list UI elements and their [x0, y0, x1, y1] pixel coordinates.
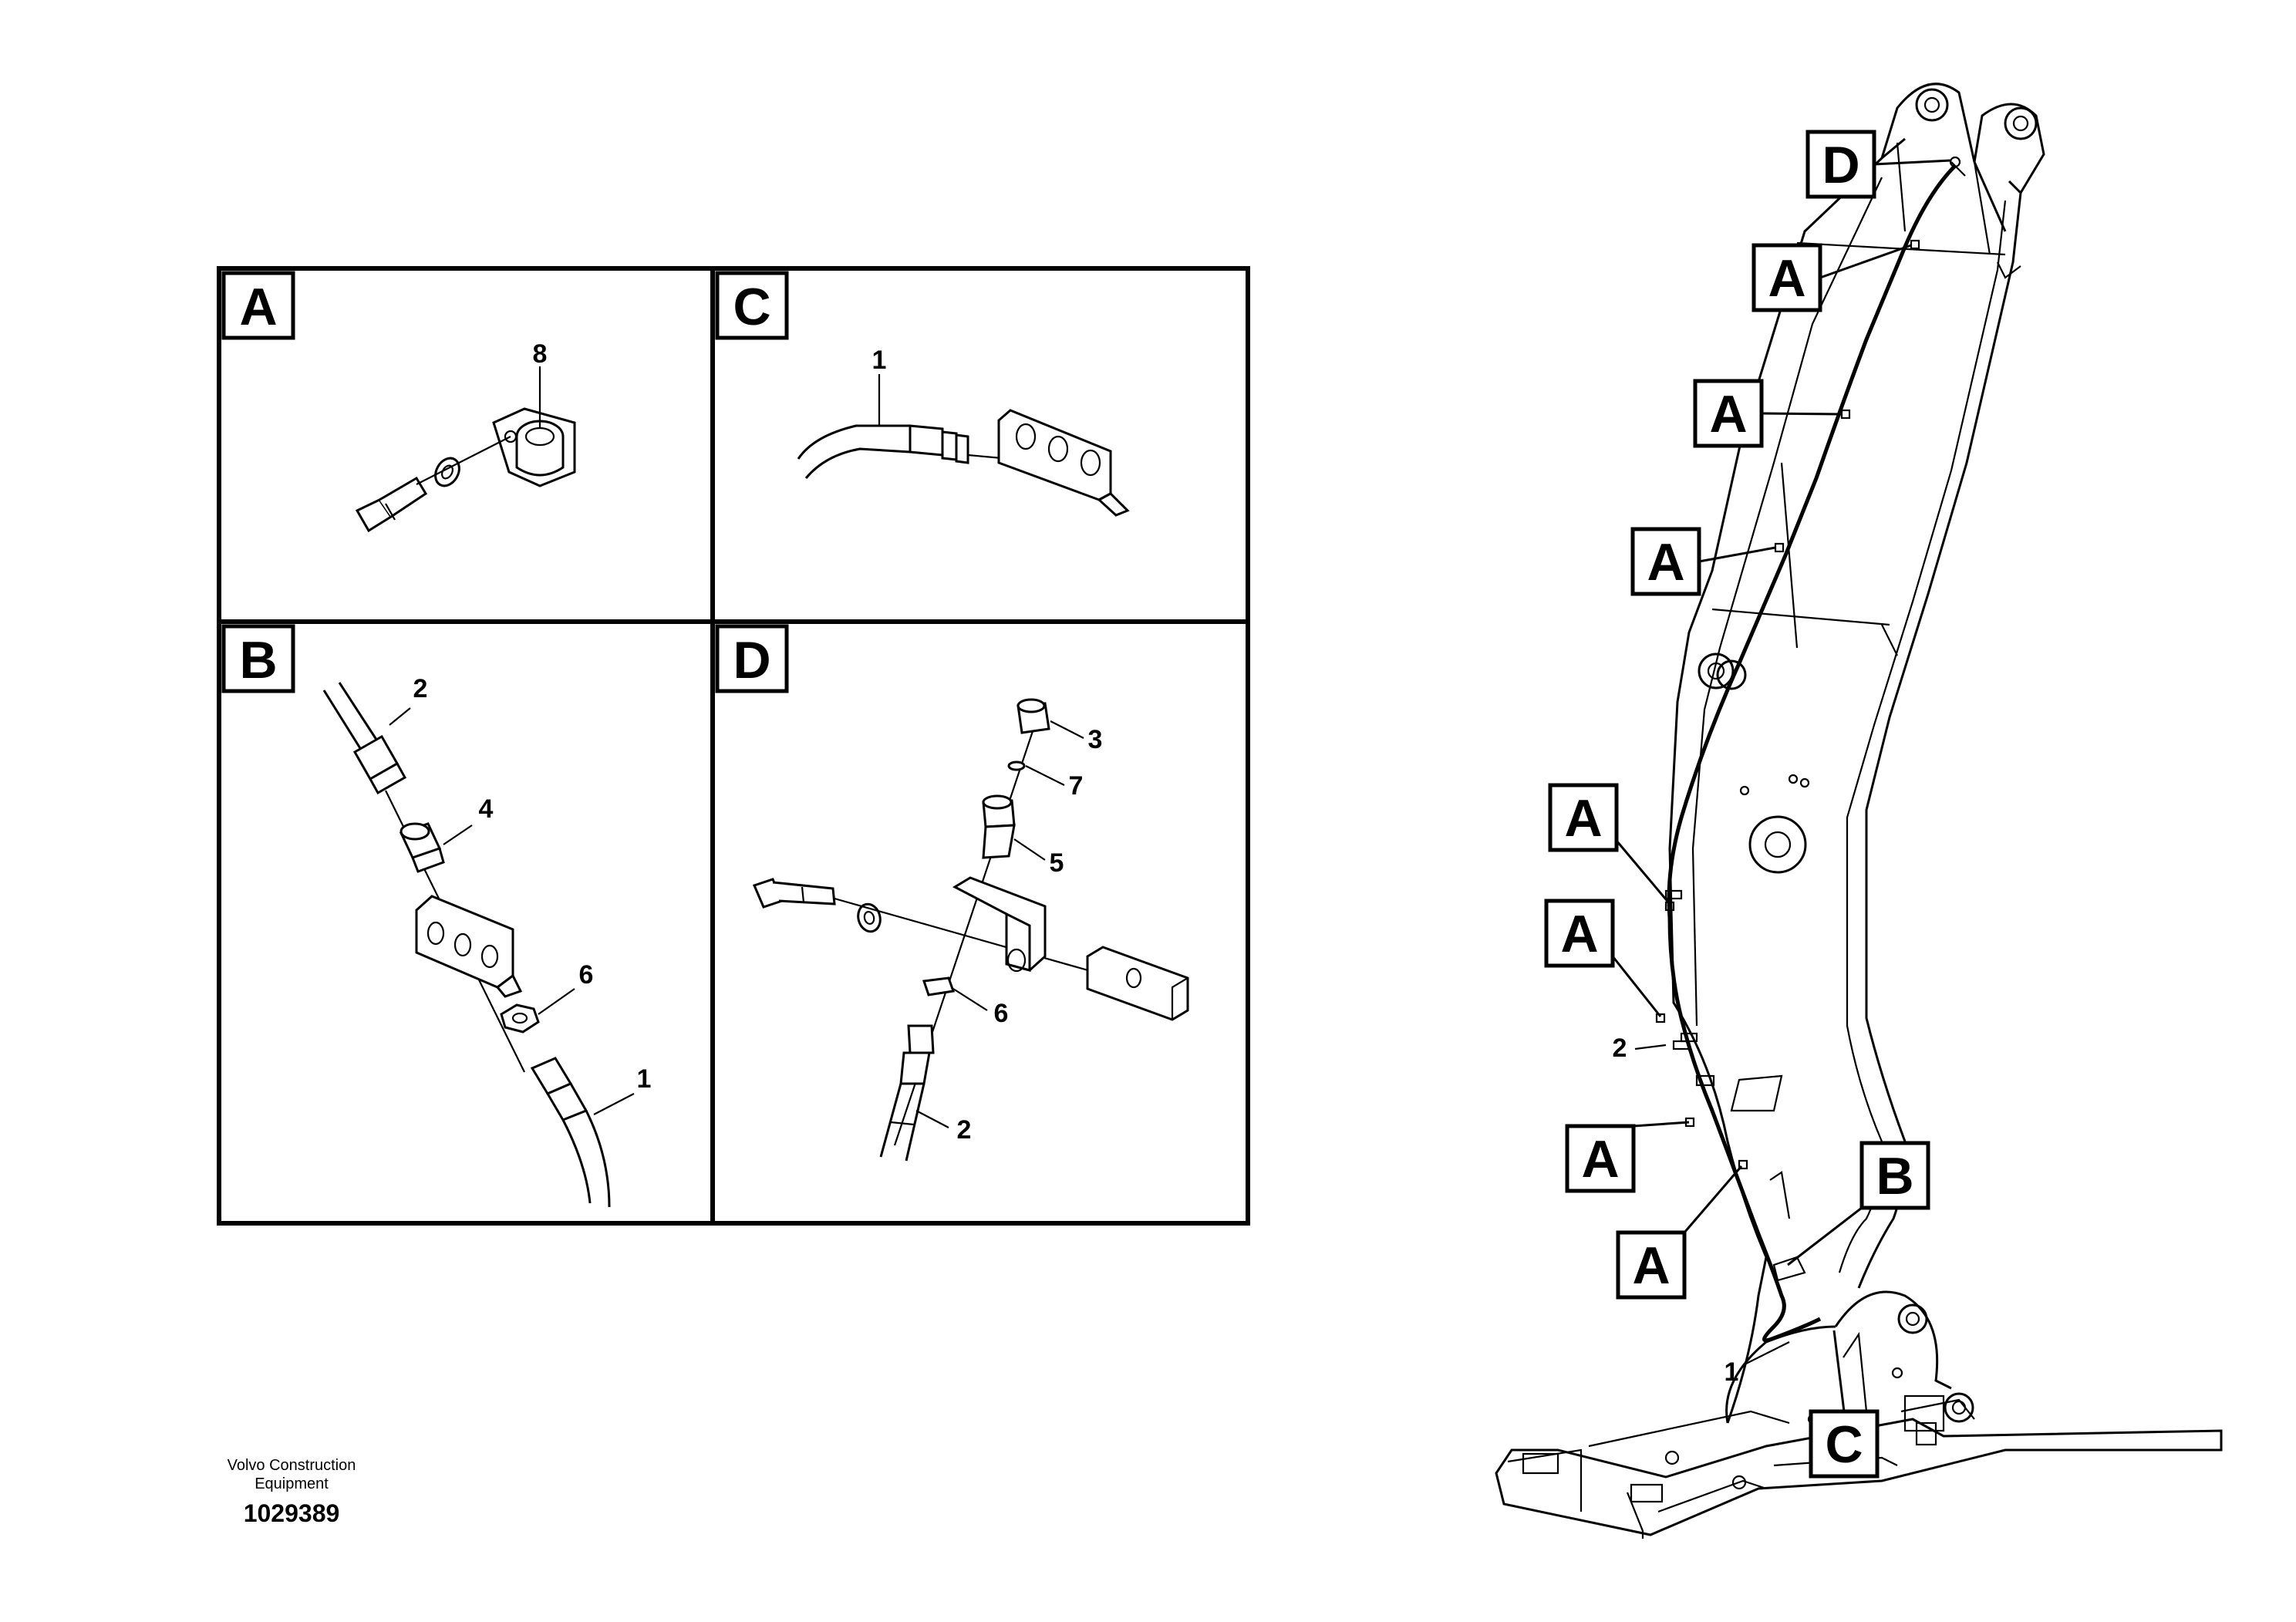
overview-callout-2: 2 — [1613, 1034, 1627, 1063]
svg-text:A: A — [1647, 533, 1684, 592]
leader-line — [389, 707, 411, 726]
svg-text:A: A — [1560, 905, 1598, 963]
panel-b: B 2 4 — [221, 624, 652, 1208]
panel-c: C 1 — [715, 271, 1130, 517]
callout-2-d: 2 — [957, 1115, 972, 1145]
overview-label-b: B — [1787, 1141, 1930, 1266]
assembly-line — [834, 897, 1127, 983]
credit-line-2: Equipment — [255, 1475, 329, 1492]
washer-part — [857, 902, 882, 933]
adapter-part — [982, 794, 1016, 859]
document-number: 1029389 — [244, 1499, 340, 1527]
boom-overview: D A A A A A A — [1495, 83, 2223, 1539]
callout-7: 7 — [1069, 771, 1084, 801]
block-part — [1086, 946, 1189, 1021]
leader-line — [1025, 765, 1065, 786]
overview-label-a-3: A — [1630, 527, 1776, 596]
overview-callout-1: 1 — [1725, 1357, 1739, 1387]
washer-part — [434, 457, 460, 487]
svg-text:C: C — [1825, 1415, 1863, 1474]
nut-part — [500, 1003, 540, 1034]
credit-line-1: Volvo Construction — [228, 1457, 356, 1474]
callout-6: 6 — [579, 960, 594, 990]
hose-part-upper — [322, 682, 407, 795]
overview-label-a-4: A — [1548, 783, 1671, 905]
hose-part — [797, 424, 969, 479]
leader-line — [1013, 838, 1046, 861]
fitting-part — [399, 822, 445, 873]
bracket-part — [415, 895, 523, 998]
leader-line — [952, 988, 988, 1011]
boom-base-frame — [1495, 1394, 2223, 1539]
panel-c-label: C — [733, 278, 770, 336]
panel-a-label: A — [239, 278, 277, 336]
overview-label-a-5: A — [1544, 899, 1662, 1017]
svg-text:A: A — [1709, 385, 1747, 443]
overview-label-a-2: A — [1693, 379, 1843, 448]
panel-b-label: B — [239, 631, 277, 690]
overview-label-c: C — [1809, 1330, 1880, 1479]
overview-label-d: D — [1805, 130, 1952, 199]
leader-line — [1050, 720, 1084, 739]
leader-line — [538, 988, 575, 1015]
callout-2: 2 — [413, 674, 428, 703]
callout-1-b: 1 — [637, 1064, 652, 1094]
assembly-line — [416, 436, 511, 485]
callout-5: 5 — [1050, 848, 1064, 878]
panel-d-label: D — [733, 631, 770, 690]
hose-part-lower — [530, 1057, 611, 1208]
bolt-part — [752, 878, 836, 909]
nut-part — [922, 976, 956, 996]
leader-line — [915, 1110, 949, 1128]
leader-line — [443, 824, 473, 845]
leader-line — [1634, 1044, 1667, 1050]
svg-text:D: D — [1822, 136, 1859, 194]
hose-part — [879, 1024, 935, 1162]
bolt-part — [355, 476, 428, 533]
leader-line — [593, 1093, 635, 1115]
boom-outline — [1664, 83, 2045, 1446]
svg-text:A: A — [1768, 249, 1805, 308]
callout-1: 1 — [872, 346, 887, 375]
panel-d: D 3 7 5 — [715, 624, 1189, 1162]
footer: Volvo Construction Equipment 1029389 — [228, 1457, 356, 1527]
detail-grid — [217, 266, 1250, 1226]
overview-label-a-1: A — [1752, 243, 1912, 312]
bracket-part — [952, 876, 1047, 973]
cap-part — [1017, 698, 1050, 734]
overview-label-a-7: A — [1616, 1165, 1743, 1300]
panel-a: A 8 — [221, 271, 576, 533]
clamp-part — [492, 407, 576, 487]
callout-3: 3 — [1088, 725, 1103, 754]
svg-text:A: A — [1564, 789, 1602, 848]
svg-text:A: A — [1581, 1130, 1619, 1189]
svg-text:A: A — [1632, 1236, 1670, 1295]
svg-text:B: B — [1876, 1147, 1913, 1206]
leader-line — [1742, 1341, 1790, 1366]
o-ring-part — [1007, 760, 1026, 771]
callout-6-d: 6 — [994, 999, 1009, 1028]
overview-label-a-6: A — [1565, 1121, 1690, 1193]
callout-8: 8 — [533, 339, 548, 369]
callout-4: 4 — [479, 794, 494, 824]
bracket-part — [997, 409, 1130, 517]
